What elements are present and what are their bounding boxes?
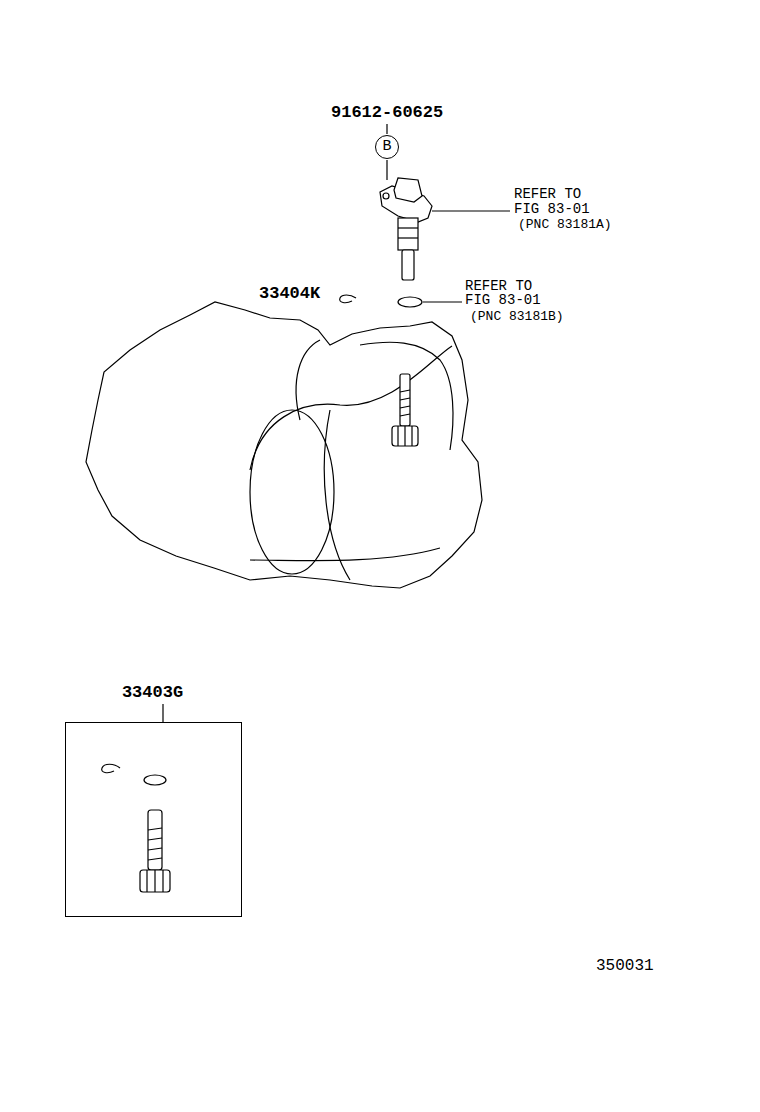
kit-parts	[102, 764, 170, 892]
part-number: 91612-60625	[330, 104, 444, 123]
reference-note: (PNC 83181B)	[469, 310, 565, 324]
driven-gear	[392, 374, 418, 446]
leader-line	[386, 124, 387, 134]
reference-note: REFER TO	[513, 187, 582, 202]
clip	[340, 295, 356, 303]
transaxle-housing	[86, 302, 482, 588]
leader-line	[423, 301, 462, 302]
reference-letter: B	[382, 139, 391, 156]
reference-note: FIG 83-01	[513, 202, 591, 217]
speed-sensor	[380, 178, 432, 280]
reference-circle: B	[375, 135, 399, 159]
leader-line	[386, 160, 387, 180]
leader-line	[162, 704, 163, 722]
part-number: 33404K	[258, 285, 321, 304]
reference-note: FIG 83-01	[464, 293, 542, 308]
leader-line	[432, 210, 510, 211]
o-ring	[398, 297, 422, 307]
illustration-number: 350031	[595, 958, 655, 976]
kit-box: 33403G	[65, 722, 242, 917]
part-number: 33403G	[122, 684, 183, 703]
reference-note: (PNC 83181A)	[517, 218, 613, 232]
